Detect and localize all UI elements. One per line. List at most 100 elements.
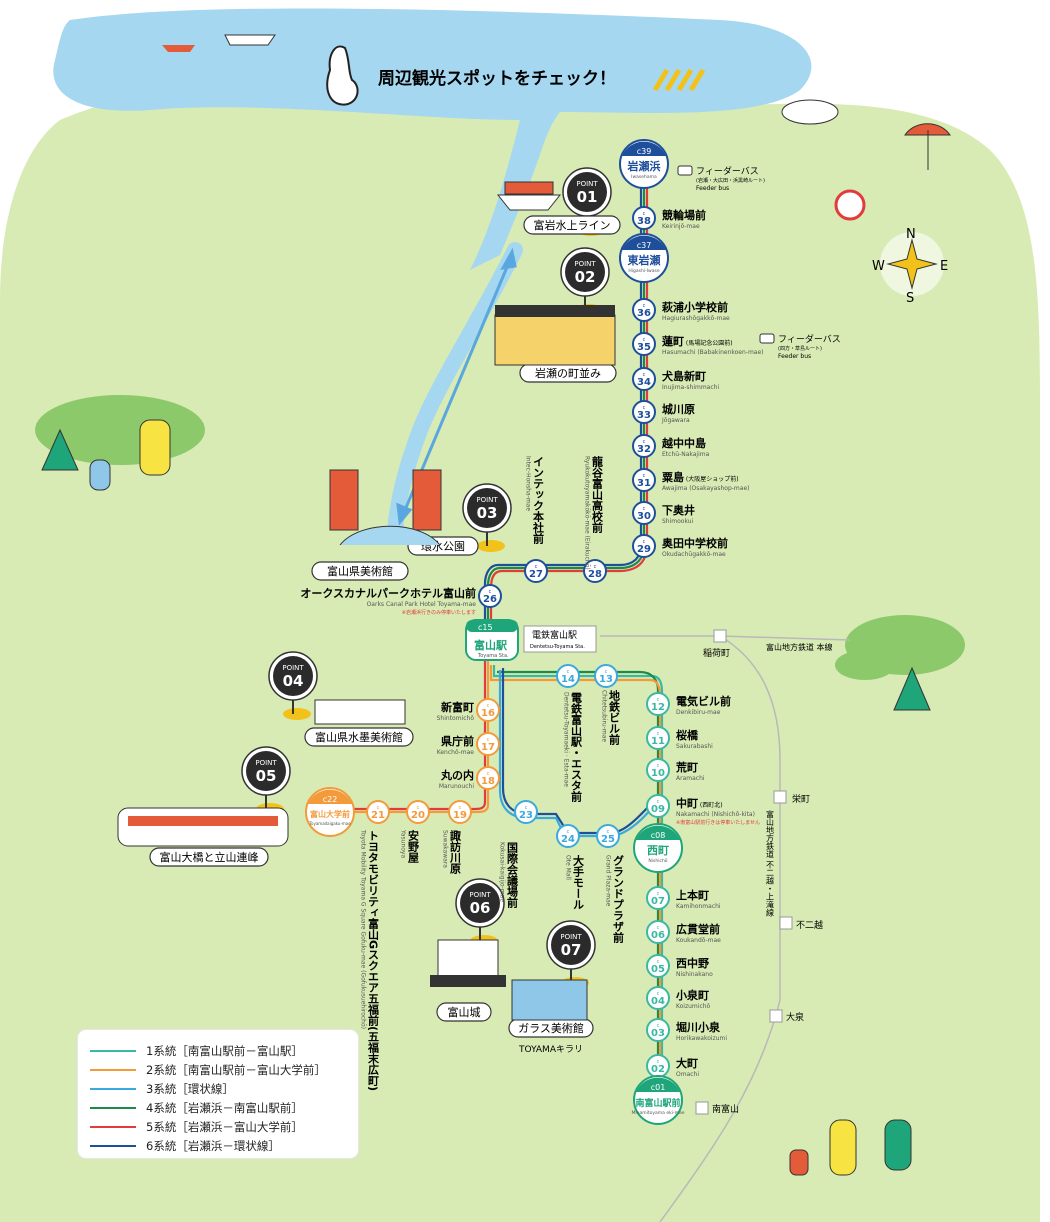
legend-label: 2系統［南富山駅前－富山大学前］ [146, 1063, 326, 1077]
station-name: 電気ビル前 [676, 694, 731, 708]
station-name: 西町 [647, 844, 669, 857]
legend-label: 3系統［環状線］ [146, 1082, 234, 1096]
spot-name: 岩瀬の町並み [535, 366, 601, 380]
station-roman: Oarks Canal Park Hotel Toyama-mae [367, 601, 477, 608]
point-05-label[interactable]: 富山大橋と立山連峰 [149, 847, 269, 867]
legend-item: 6系統［岩瀬浜－環状線］ [90, 1137, 280, 1155]
station-warning: ※岩瀬浜行きのみ停車いたします [402, 609, 476, 616]
page-title: 周辺観光スポットをチェック！ [378, 68, 616, 89]
point-02-label[interactable]: 岩瀬の町並み [519, 363, 617, 383]
point-01-label[interactable]: 富岩水上ライン [523, 215, 621, 235]
hub-station-toyama[interactable]: c15 富山駅 Toyama Sta. [465, 619, 519, 661]
point-number: 01 [577, 188, 598, 206]
point-04-label[interactable]: 富山県水墨美術館 [304, 727, 414, 747]
hub-name: 富山駅 [474, 638, 507, 652]
station-code-prefix: c [657, 891, 660, 897]
hub-roman: Toyama Sta. [477, 653, 509, 659]
station-code-prefix: c [487, 771, 490, 777]
station-code: 33 [637, 410, 651, 421]
spot-name: 富山大橋と立山連峰 [160, 850, 259, 864]
spot-name: 富山県美術館 [327, 564, 393, 578]
station-code-prefix: c [459, 805, 462, 811]
station-name: 奥田中学校前 [661, 536, 728, 550]
station-roman: Shimookui [662, 518, 694, 525]
station-roman: Hasumachi (Babakinenkoen-mae) [662, 349, 764, 356]
station-code: 23 [519, 810, 533, 821]
station-code-prefix: c [657, 697, 660, 703]
legend-label: 4系統［岩瀬浜－南富山駅前］ [146, 1101, 303, 1115]
station-roman: Awajima (Osakayashop-mae) [662, 485, 749, 492]
spot-name: ガラス美術館 [518, 1021, 584, 1035]
station-code: 13 [599, 674, 613, 685]
point-06-label[interactable]: 富山城 [436, 1002, 492, 1022]
station-roman: Chitetsubiru-mae [601, 690, 608, 742]
station-code: 09 [651, 804, 665, 815]
station-code: 32 [637, 444, 651, 455]
station-code: 38 [637, 216, 651, 227]
chitetsu-main-line-label: 富山地方鉄道 本線 [766, 642, 833, 652]
station-code: 17 [481, 742, 495, 753]
station-code: 07 [651, 896, 665, 907]
station-code-prefix: c [643, 303, 646, 309]
station-code-prefix: c [657, 1023, 660, 1029]
station-code-prefix: c [657, 959, 660, 965]
station-roman: Suwakawara [442, 830, 449, 868]
feeder-en: Feeder bus [696, 185, 729, 192]
station-code-prefix: c [643, 337, 646, 343]
station-roman: Keirinjō-mae [662, 223, 700, 230]
station-code-prefix: c [643, 473, 646, 479]
station-roman: Nishichō [648, 858, 667, 864]
station-name: 大町 [676, 1056, 698, 1070]
station-code: 19 [453, 810, 467, 821]
station-code-prefix: c [657, 763, 660, 769]
station-name: 萩浦小学校前 [661, 300, 728, 314]
station-roman: Higashi-Iwase [628, 268, 659, 274]
station-code-prefix: c [525, 805, 528, 811]
point-badge: POINT [476, 496, 498, 504]
point-03b-label[interactable]: 富山県美術館 [311, 561, 409, 581]
point-number: 02 [575, 268, 596, 286]
dentetsu-toyama-station[interactable]: 電鉄富山駅 Dentetsu-Toyama Sta. [523, 625, 597, 653]
